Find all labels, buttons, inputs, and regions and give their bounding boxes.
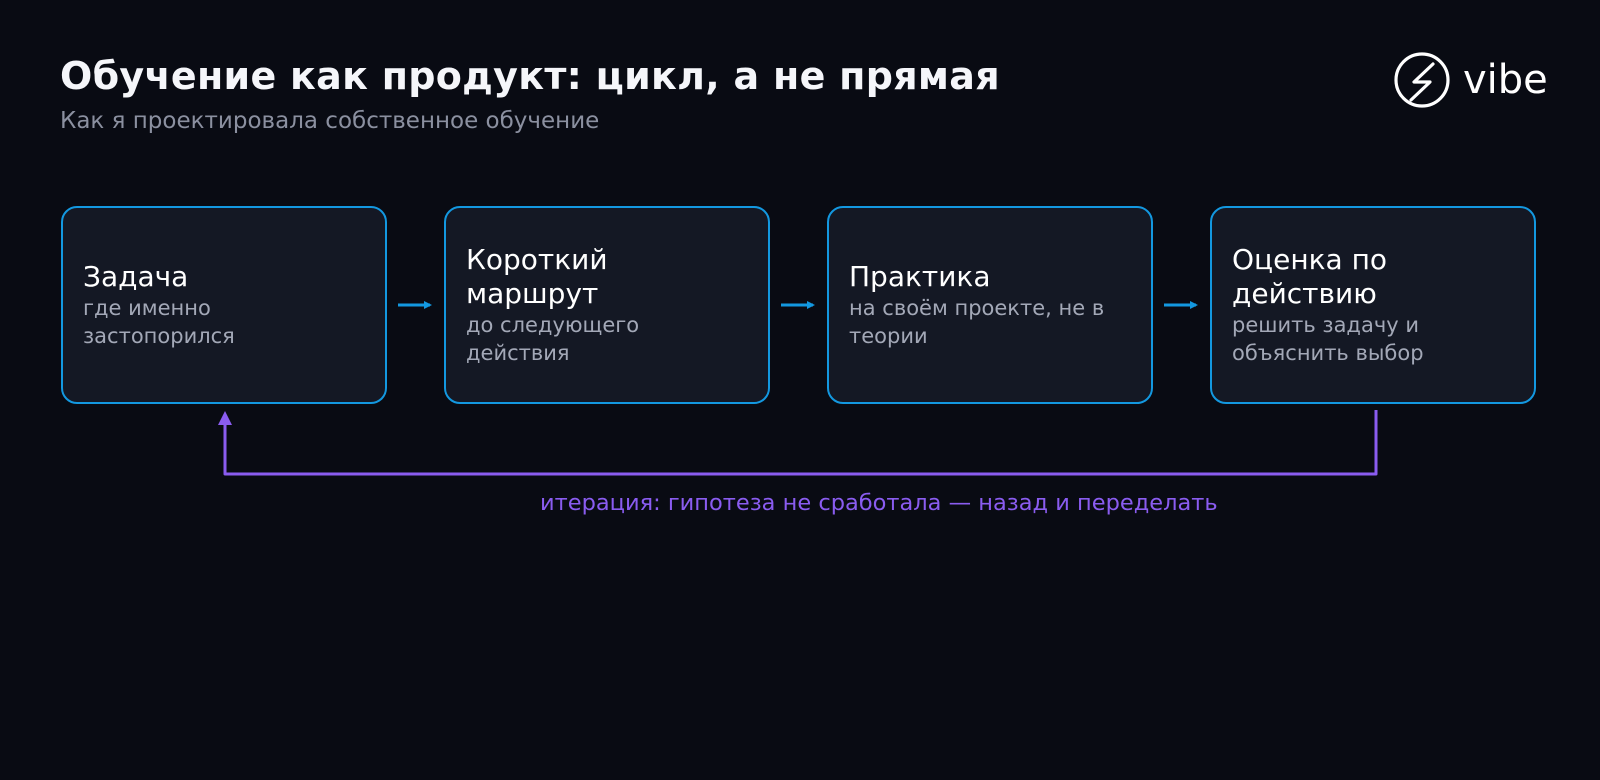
step-box-task: Задача где именно застопорился (61, 206, 387, 404)
page-subtitle: Как я проектировала собственное обучение (60, 108, 600, 134)
step-title: Задача (83, 260, 189, 293)
step-description: до следующего действия (466, 313, 640, 365)
step-box-short-route: Короткий маршрут до следующего действия (444, 206, 770, 404)
brand-logo: vibe (1393, 51, 1548, 109)
page-title: Обучение как продукт: цикл, а не прямая (60, 54, 1000, 98)
step-description: где именно застопорился (83, 296, 235, 348)
logo-text: vibe (1463, 57, 1548, 103)
step-description: решить задачу и объяснить выбор (1232, 313, 1424, 365)
step-box-practice: Практика на своём проекте, не в теории (827, 206, 1153, 404)
step-title: Практика (849, 260, 991, 293)
vibe-logo-icon (1393, 51, 1451, 109)
loop-back-arrow (218, 410, 1378, 476)
loop-label: итерация: гипотеза не сработала — назад … (540, 490, 1218, 516)
step-title: Короткий маршрут (466, 243, 608, 310)
step-description: на своём проекте, не в теории (849, 296, 1105, 348)
step-box-evaluation: Оценка по действию решить задачу и объяс… (1210, 206, 1536, 404)
step-title: Оценка по действию (1232, 243, 1388, 310)
